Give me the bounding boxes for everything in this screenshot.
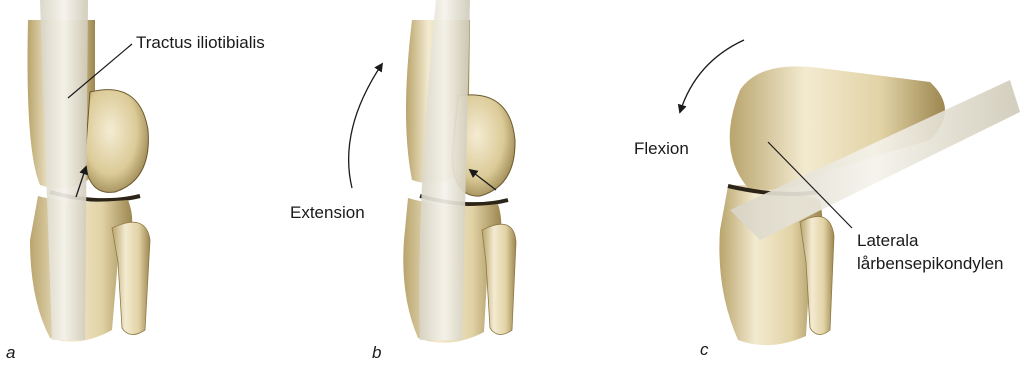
label-flexion: Flexion bbox=[634, 139, 689, 158]
fibula-b bbox=[482, 224, 516, 334]
panel-letter-b: b bbox=[372, 343, 381, 362]
panel-letter-a: a bbox=[6, 343, 15, 362]
label-larbensepikondylen: lårbensepikondylen bbox=[857, 254, 1004, 273]
patella-a bbox=[85, 90, 148, 193]
label-laterala: Laterala bbox=[857, 231, 919, 250]
label-extension: Extension bbox=[290, 203, 365, 222]
panel-c: Flexion Laterala lårbensepikondylen c bbox=[634, 40, 1020, 359]
panel-letter-c: c bbox=[700, 340, 709, 359]
panel-b: Extension b bbox=[290, 0, 516, 362]
label-tractus-iliotibialis: Tractus iliotibialis bbox=[136, 33, 265, 52]
curved-arrow-icon bbox=[349, 64, 382, 188]
fibula-a bbox=[112, 222, 150, 334]
panel-a: Tractus iliotibialis a bbox=[6, 0, 265, 362]
curved-arrow-icon bbox=[680, 40, 744, 112]
